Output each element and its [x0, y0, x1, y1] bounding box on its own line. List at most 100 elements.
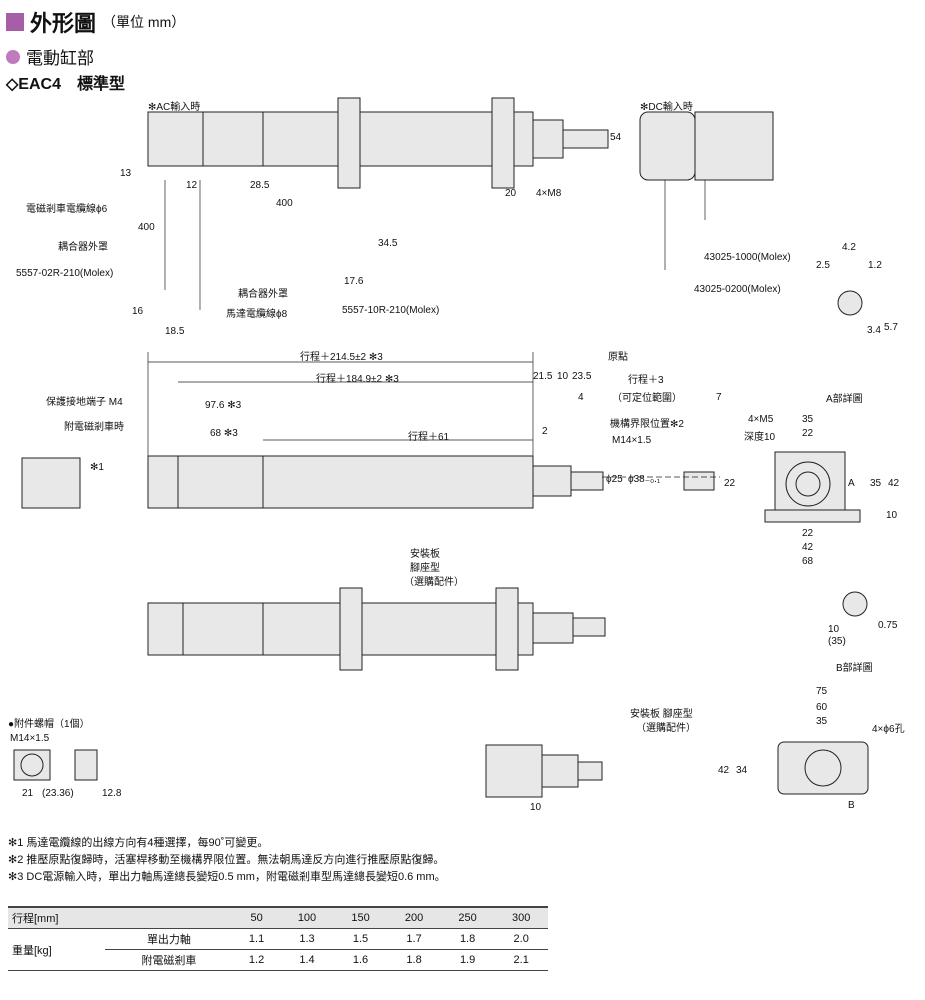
- section-label: 電動缸部: [26, 49, 94, 68]
- foot-label: 腳座型: [410, 563, 440, 574]
- nut-hole: [20, 753, 44, 777]
- nut-title: ●附件螺帽（1個）: [8, 719, 90, 730]
- cylinder-body-top: [262, 111, 534, 167]
- dim-10c: 10: [828, 624, 840, 635]
- side-cylinder: [262, 455, 534, 509]
- option2-label: （選購配件）: [636, 723, 696, 734]
- dim-16: 16: [132, 306, 144, 317]
- dim-57: 5.7: [884, 322, 898, 333]
- detail-a-circle: [837, 290, 863, 316]
- table-header-cell: 50: [232, 906, 281, 929]
- range-label: （可定位範圍）: [612, 393, 682, 404]
- table-row: 重量[kg] 單出力軸 1.1 1.3 1.5 1.7 1.8 2.0: [8, 928, 548, 971]
- dim-p25: ϕ25: [606, 474, 623, 485]
- side-rod-ext: [683, 471, 715, 491]
- table-cell: 1.5: [333, 928, 388, 950]
- mount-foot-label: 安裝板 腳座型: [630, 709, 693, 720]
- side-motor-end: [21, 457, 81, 509]
- table-cell: 1.8: [440, 928, 495, 950]
- dim-400b: 400: [276, 198, 293, 209]
- dim-215: 21.5: [533, 371, 553, 382]
- detail-b-label: B部詳圖: [836, 663, 873, 674]
- dim-10b: 10: [886, 510, 898, 521]
- molex-10r-label: 5557-10R-210(Molex): [342, 305, 440, 316]
- dim-20: 20: [505, 188, 517, 199]
- rod-top: [562, 129, 609, 149]
- dim-400a: 400: [138, 222, 155, 233]
- table-cell: 1.8: [387, 949, 441, 971]
- dim-176: 17.6: [344, 276, 364, 287]
- dim-60: 60: [816, 702, 828, 713]
- table-group-label: 重量[kg]: [8, 928, 105, 971]
- d68-label: 68 ✻3: [210, 428, 238, 439]
- dim-13: 13: [120, 168, 132, 179]
- depth-label: 深度10: [744, 432, 776, 443]
- side-rod: [570, 471, 604, 491]
- table-header-cell: 200: [387, 906, 441, 929]
- dim-25: 2.5: [816, 260, 830, 271]
- dim-68: 68: [802, 556, 814, 567]
- mount-foot-2: [491, 97, 515, 189]
- dim-75: 75: [816, 686, 828, 697]
- dim-35c: (35): [828, 636, 846, 647]
- table-row-label: 單出力軸: [104, 928, 233, 950]
- weight-table: 行程[mm] 50 100 150 200 250 300 重量[kg] 單出力…: [8, 906, 548, 971]
- dim-42b: 42: [802, 542, 814, 553]
- model-heading: ◇EAC4 標準型: [6, 76, 125, 93]
- table-cell: 1.4: [280, 949, 334, 971]
- dim-34b: 34: [736, 765, 748, 776]
- unit-label: （單位 mm）: [102, 14, 186, 30]
- end-circle-inner: [795, 471, 821, 497]
- foot-shaft: [577, 761, 603, 781]
- foot-motor: [485, 744, 543, 798]
- table-cell: 2.0: [494, 928, 548, 950]
- dim-35b: 35: [870, 478, 882, 489]
- molex-1000-label: 43025-1000(Molex): [704, 252, 791, 263]
- note-3: ✻3 DC電源輸入時，單出力軸馬達總長變短0.5 mm，附電磁剎車型馬達總長變短…: [8, 871, 446, 883]
- section-heading: 電動缸部: [6, 44, 94, 69]
- coupler-cover-label-1: 耦合器外罩: [58, 242, 108, 253]
- stroke-184-label: 行程＋184.9±2 ✻3: [316, 374, 399, 385]
- motor-body-dc: [639, 111, 696, 181]
- ground-label: 保護接地端子 M4: [46, 397, 123, 408]
- molex-02r-label: 5557-02R-210(Molex): [16, 268, 114, 279]
- dim-185: 18.5: [165, 326, 185, 337]
- dim-7: 7: [716, 392, 722, 403]
- d976-label: 97.6 ✻3: [205, 400, 242, 411]
- note-2: ✻2 推壓原點復歸時，活塞桿移動至機構界限位置。無法朝馬達反方向進行推壓原點復歸…: [8, 854, 445, 866]
- table-cell: 1.1: [232, 928, 281, 950]
- table-cell: 1.2: [232, 949, 281, 971]
- bottom-cylinder: [262, 602, 534, 656]
- title-square-icon: [6, 13, 24, 31]
- dim-42-side: 42: [888, 478, 900, 489]
- mount-foot-1: [337, 97, 361, 189]
- dim-22-side: 22: [724, 478, 736, 489]
- option-label: （選購配件）: [404, 577, 464, 588]
- dim-128: 12.8: [102, 788, 122, 799]
- with-brake-label: 附電磁剎車時: [64, 422, 124, 433]
- dim-22: 22: [802, 428, 814, 439]
- foot-gear: [541, 754, 579, 788]
- bottom-foot-1: [339, 587, 363, 671]
- stroke-3-label: 行程＋3: [628, 375, 664, 386]
- m14-label: M14×1.5: [612, 435, 652, 446]
- end-plate: [764, 509, 861, 523]
- dim-2: 2: [542, 426, 548, 437]
- side-gear: [177, 455, 264, 509]
- dim-075: 0.75: [878, 620, 898, 631]
- bullet-icon: [6, 49, 20, 64]
- brake-cable-label: 電磁剎車電纜線ϕ6: [26, 204, 108, 215]
- gear-housing-ac: [202, 111, 264, 167]
- side-motor: [147, 455, 179, 509]
- dim-21: 21: [22, 788, 34, 799]
- dim-42c: 42: [718, 765, 730, 776]
- dim-p38: ϕ38₋₀.₁: [628, 474, 661, 485]
- nut-side: [74, 749, 98, 781]
- dim-345: 34.5: [378, 238, 398, 249]
- dim-285: 28.5: [250, 180, 270, 191]
- dim-22c: 22: [802, 528, 814, 539]
- table-header-cell: 250: [440, 906, 495, 929]
- dim-34: 3.4: [867, 325, 881, 336]
- m8-label: 4×M8: [536, 188, 562, 199]
- table-header-cell: 行程[mm]: [8, 906, 233, 929]
